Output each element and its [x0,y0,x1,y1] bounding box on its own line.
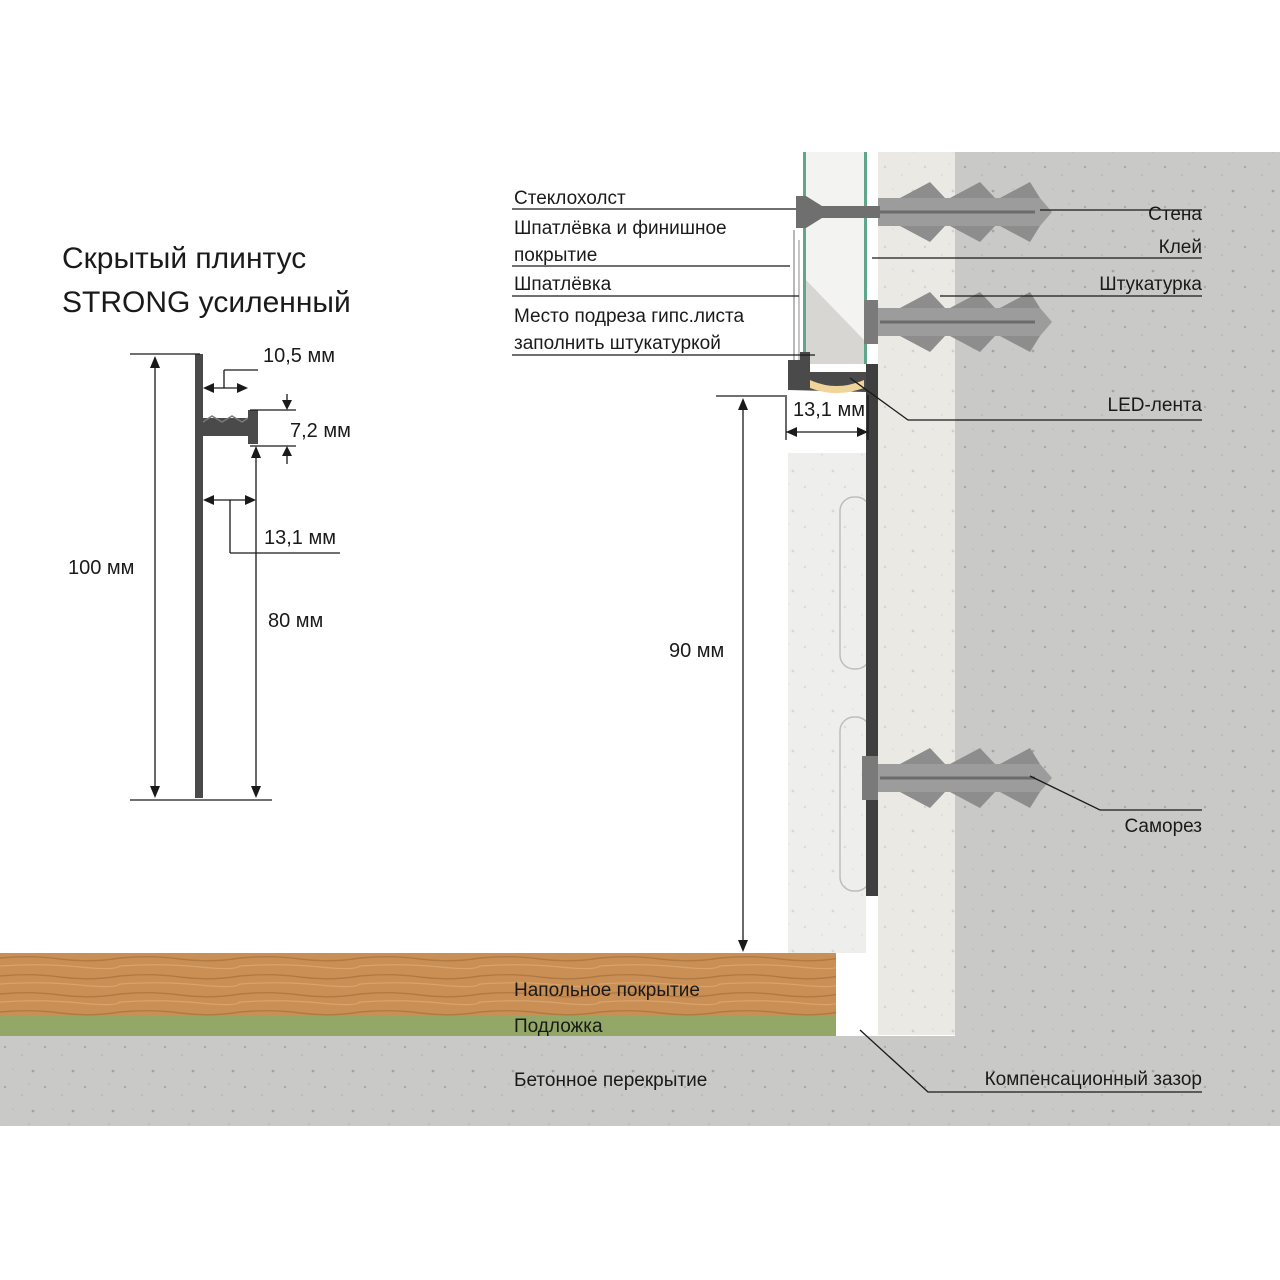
dim-section-depth: 13,1 мм [793,399,865,421]
led-glow [810,380,864,393]
dim-section-height: 90 мм [669,640,724,662]
concrete-slab-texture [0,1036,1280,1126]
glass-fiber-layer-back [864,152,867,364]
profile-drawing [195,354,258,798]
dim-lip-height: 7,2 мм [290,420,351,442]
label-putty: Шпатлёвка [514,274,612,295]
expansion-gap [836,953,878,1036]
label-putty-finish-2: покрытие [514,245,597,266]
label-wall: Стена [1148,204,1202,225]
label-led: LED-лента [1108,395,1203,416]
dim-top-width: 10,5 мм [263,345,335,367]
title-line-2: STRONG усиленный [62,286,351,319]
label-expansion-gap: Компенсационный зазор [985,1069,1202,1090]
dowel-bottom [862,748,1052,808]
label-cut-place-2: заполнить штукатуркой [514,333,721,354]
label-glue: Клей [1159,237,1202,258]
dim-channel-depth: 13,1 мм [264,527,336,549]
label-cut-place-1: Место подреза гипс.листа [514,306,745,327]
glass-fiber-layer [803,152,806,364]
label-flooring: Напольное покрытие [514,980,700,1001]
title-line-1: Скрытый плинтус [62,242,306,275]
dowel-middle [864,292,1052,352]
label-screw: Саморез [1124,816,1202,837]
underlay-layer [0,1016,836,1036]
label-underlay: Подложка [514,1016,603,1037]
label-glass-fiber: Стеклохолст [514,188,626,209]
lower-gypsum-texture [788,453,866,953]
plaster-texture [878,152,955,1035]
label-plaster: Штукатурка [1099,274,1202,295]
baseboard-profile-channel [788,352,866,392]
plaster-fill-wedge [806,280,864,364]
dowel-top [796,182,1052,242]
dim-total-height: 100 мм [68,557,134,579]
dim-inner-height: 80 мм [268,610,323,632]
flooring-layer [0,953,836,1016]
baseboard-profile-back [866,364,878,896]
concrete-wall-texture [955,152,1280,1126]
label-putty-finish-1: Шпатлёвка и финишное [514,218,727,239]
label-slab: Бетонное перекрытие [514,1070,707,1091]
